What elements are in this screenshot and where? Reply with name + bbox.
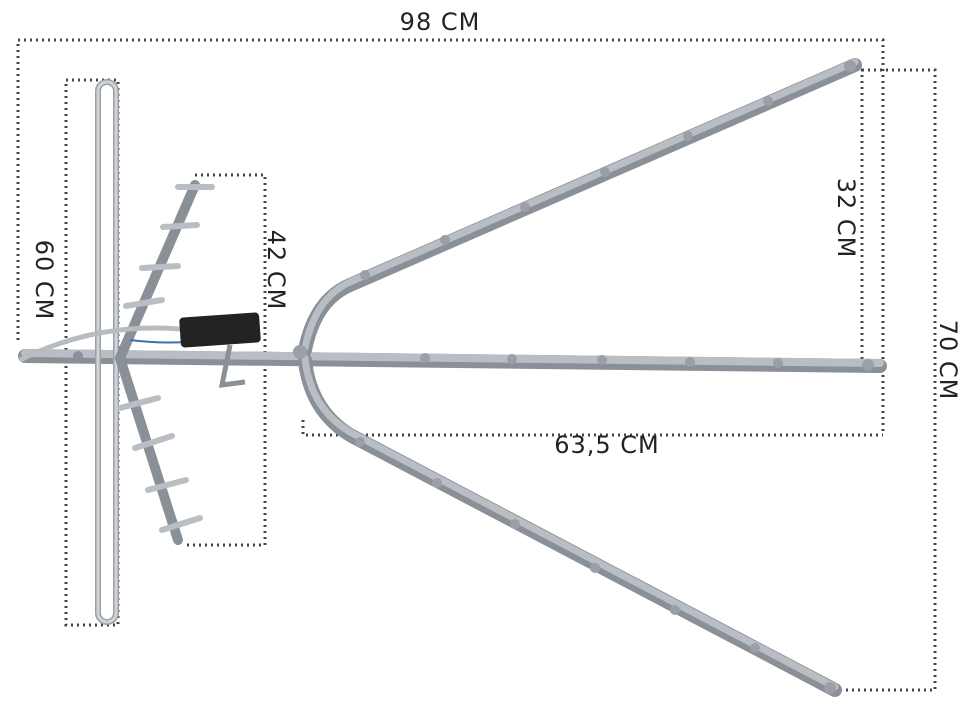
label-32cm: 32 CM	[832, 178, 860, 259]
label-60cm: 60 CM	[30, 240, 58, 321]
dim-42cm	[185, 173, 267, 547]
connector-box	[179, 312, 261, 348]
dim-70cm	[835, 68, 937, 692]
label-42cm: 42 CM	[262, 230, 290, 311]
label-63-5cm: 63,5 CM	[554, 431, 660, 459]
label-70cm: 70 CM	[934, 320, 960, 401]
antenna	[18, 58, 887, 697]
label-98cm: 98 CM	[400, 8, 481, 36]
dim-98cm	[16, 38, 885, 435]
